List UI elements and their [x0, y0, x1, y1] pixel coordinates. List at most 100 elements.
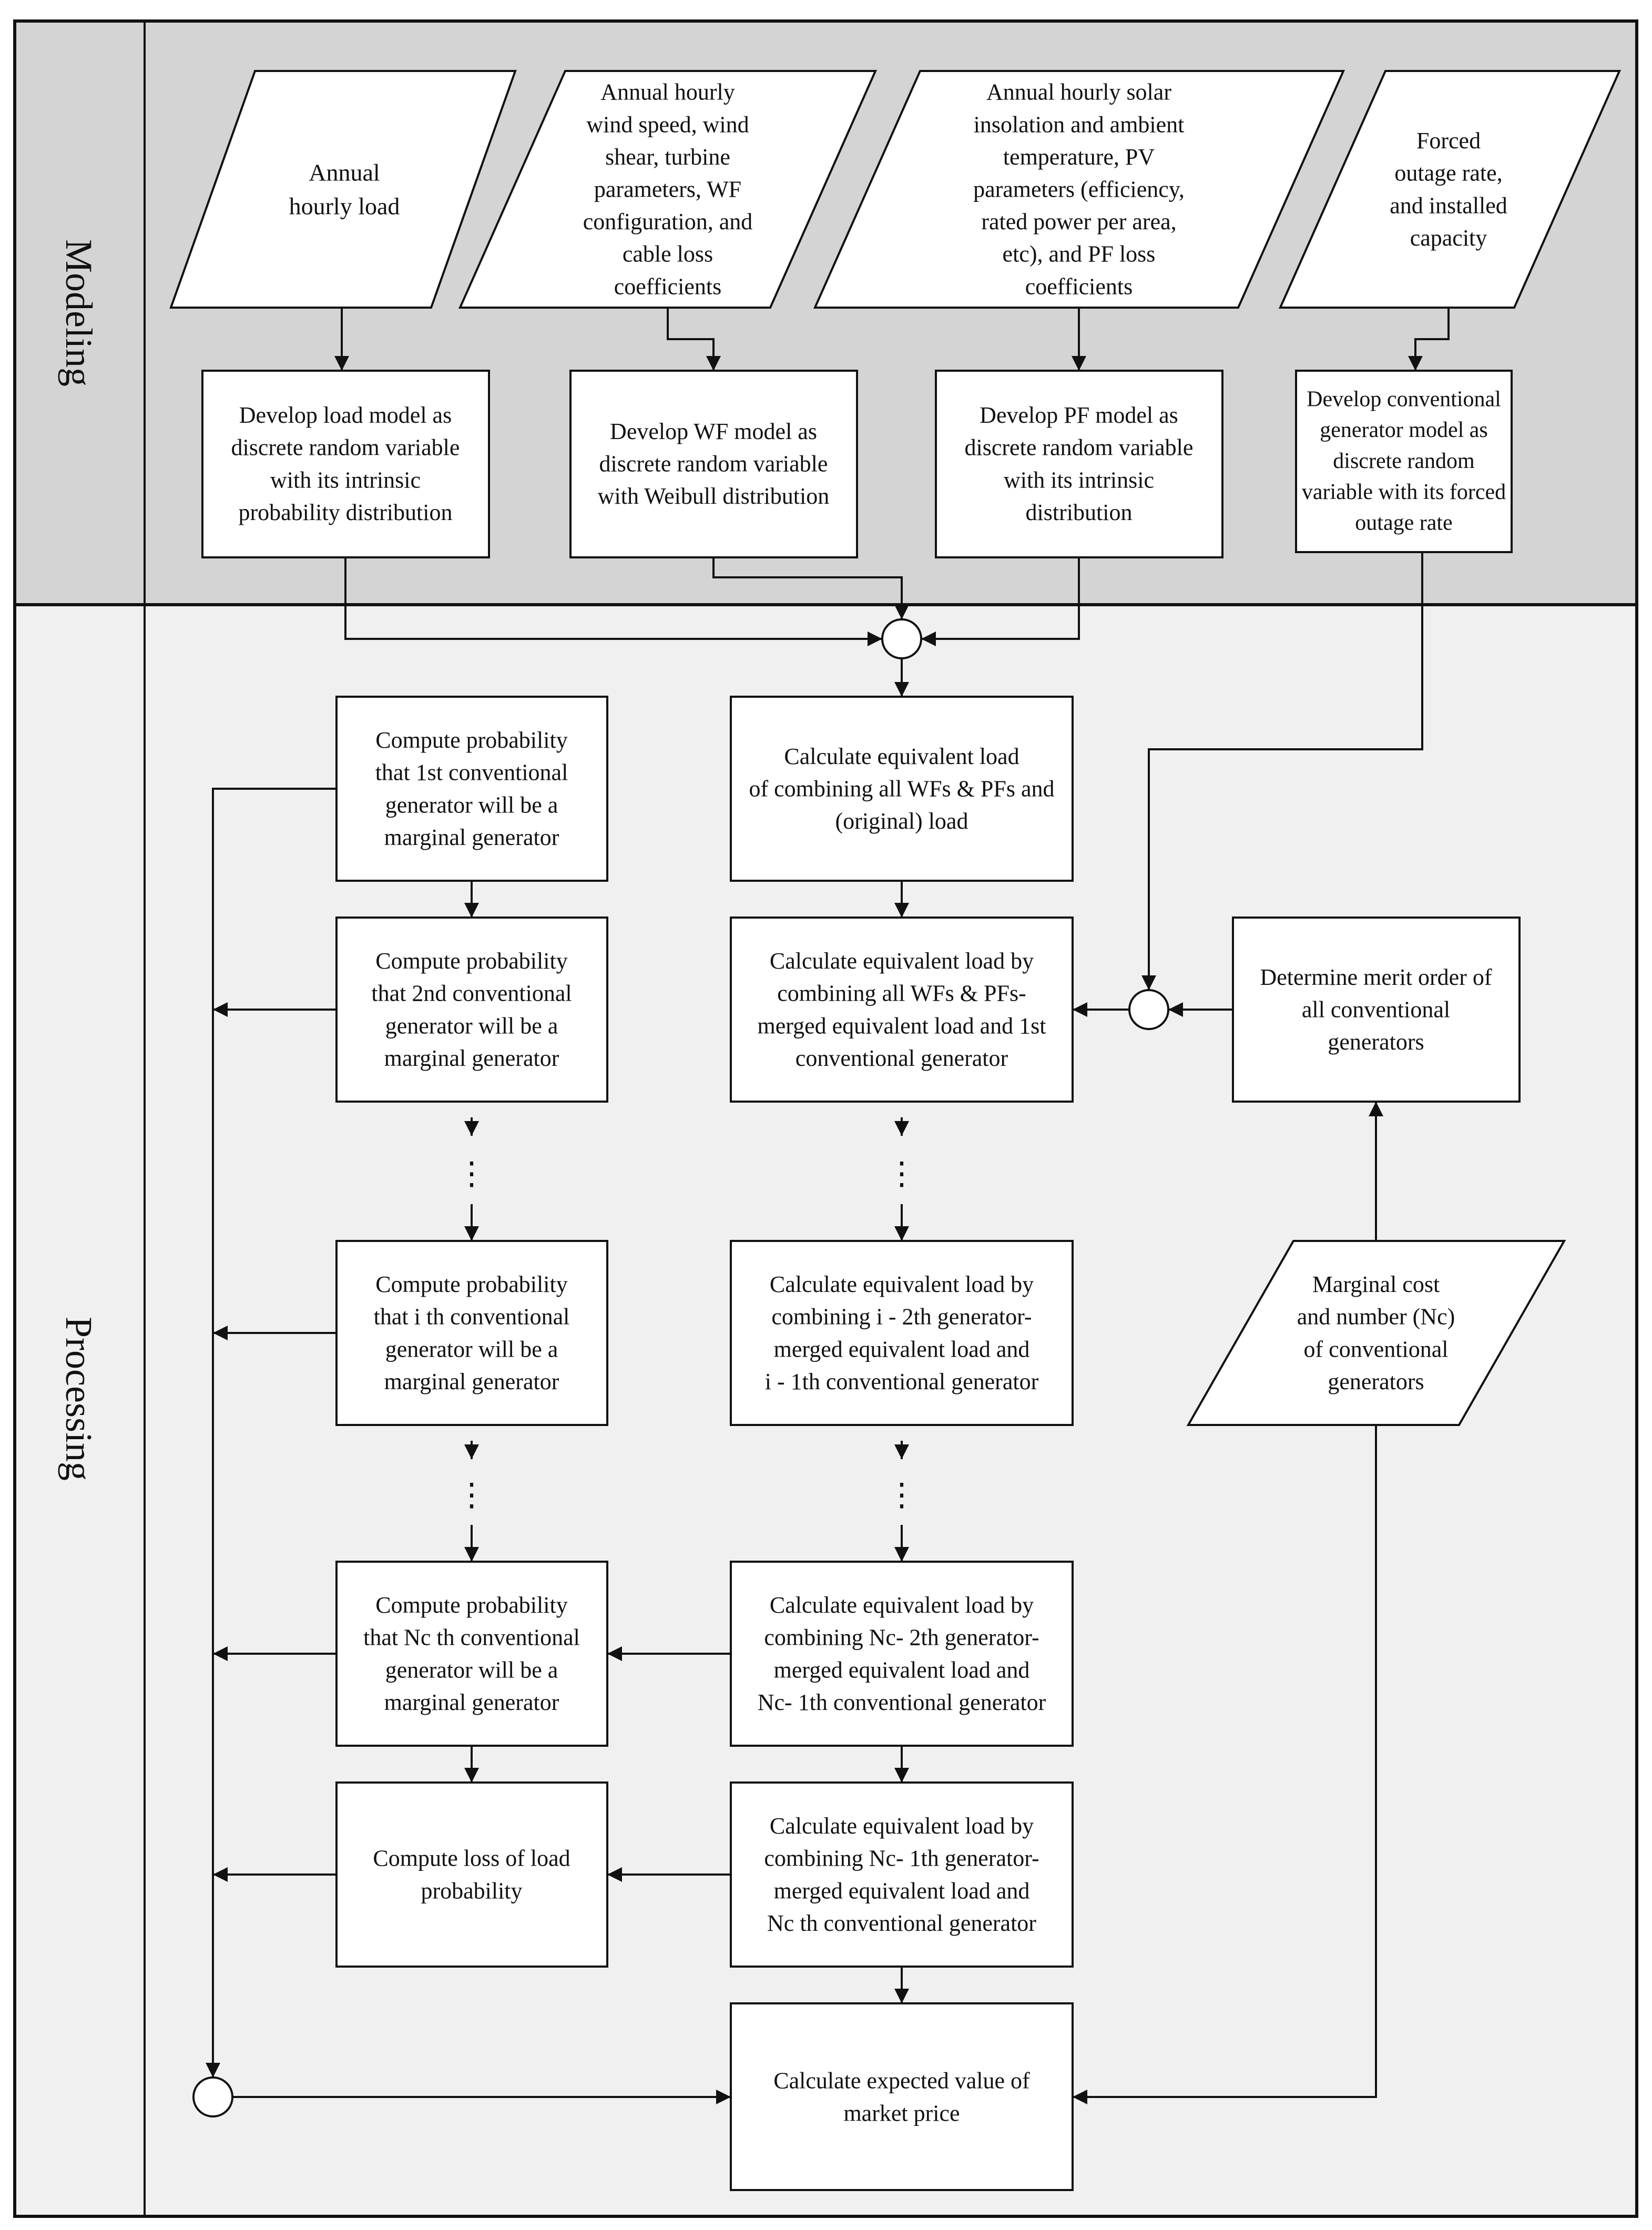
wind-data-text-line: wind speed, wind	[586, 111, 749, 137]
calc-1st-gen-text: Calculate equivalent load by combining al…	[757, 948, 1046, 1071]
loss-of-load-box	[335, 1781, 608, 1968]
calc-nc-gen-text-line: Calculate equivalent load by	[770, 1813, 1034, 1839]
prob-1st-text-line: generator will be a	[385, 792, 558, 818]
prob-2nd-text-line: generator will be a	[385, 1013, 558, 1038]
expected-price-text-line: market price	[843, 2100, 960, 2126]
solar-data-text-line: rated power per area,	[981, 209, 1176, 235]
calc-ith-gen-box	[730, 1240, 1074, 1426]
calc-combined-load-text-line: of combining all WFs & PFs and	[749, 776, 1055, 802]
junction-top	[881, 618, 922, 659]
pf-model-box	[935, 370, 1223, 558]
wf-model-text-line: Develop WF model as	[610, 419, 817, 444]
solar-data-text-line: coefficients	[1025, 273, 1133, 299]
pf-model-text-line: with its intrinsic	[1004, 467, 1154, 493]
load-model-text-line: with its intrinsic	[270, 467, 421, 493]
prob-nc-box	[335, 1561, 608, 1747]
calc-combined-load-text-line: (original) load	[835, 808, 968, 834]
merit-order-text-line: Determine merit order of	[1260, 964, 1492, 990]
loss-of-load-text: Compute loss of load probability	[373, 1846, 570, 1904]
calc-1st-gen-box	[730, 917, 1074, 1103]
expected-price-text-line: Calculate expected value of	[773, 2068, 1030, 2094]
prob-1st-text-line: that 1st conventional	[375, 760, 568, 786]
solar-data-text-line: insolation and ambient	[974, 111, 1185, 137]
solar-data-text-line: Annual hourly solar	[986, 79, 1171, 105]
load-model-box	[201, 370, 490, 558]
conventional-model-text-line: generator model as	[1320, 418, 1488, 442]
pf-model-text-line: Develop PF model as	[980, 402, 1178, 428]
loss-of-load-text-line: probability	[421, 1878, 522, 1903]
forced-outage-text-line: capacity	[1410, 225, 1487, 251]
marginal-cost-text-line: generators	[1328, 1369, 1424, 1394]
expected-price-text: Calculate expected value of market price	[773, 2068, 1030, 2126]
solar-data-text-line: parameters (efficiency,	[973, 177, 1185, 202]
load-model-text-line: Develop load model as	[239, 402, 452, 428]
prob-1st-text-line: Compute probability	[375, 727, 567, 753]
calc-ith-gen-text: Calculate equivalent load by combining i …	[765, 1271, 1039, 1394]
wind-data-text-line: cable loss	[623, 241, 713, 267]
wind-data-text-line: parameters, WF	[594, 177, 741, 202]
conventional-model-text-line: outage rate	[1355, 511, 1452, 535]
pf-model-text-line: discrete random variable	[965, 435, 1194, 461]
annual-hourly-load-input	[169, 70, 517, 309]
forced-outage-text-line: and installed	[1390, 192, 1507, 218]
wf-model-text-line: discrete random variable	[599, 451, 828, 477]
prob-1st-box	[335, 696, 608, 882]
junction-bottom	[192, 2076, 233, 2117]
calc-nc1-gen-text-line: merged equivalent load and	[774, 1657, 1030, 1683]
marginal-cost-text-line: Marginal cost	[1312, 1271, 1440, 1297]
annual-hourly-load-text-line: hourly load	[289, 193, 400, 220]
solar-data-text-line: temperature, PV	[1003, 144, 1155, 170]
calc-ith-gen-text-line: Calculate equivalent load by	[770, 1271, 1034, 1297]
wind-data-text-line: coefficients	[614, 273, 721, 299]
annual-hourly-load-text-line: Annual	[309, 159, 380, 186]
calc-combined-load-text: Calculate equivalent load of combining al…	[749, 744, 1055, 834]
load-model-text-line: probability distribution	[239, 500, 453, 525]
ellipsis-prob-2: ⋮	[456, 1478, 487, 1512]
marginal-cost-text-line: and number (Nc)	[1297, 1304, 1455, 1330]
marginal-cost-input	[1186, 1240, 1566, 1426]
merit-order-text: Determine merit order of all conventional…	[1260, 964, 1492, 1055]
expected-price-box	[730, 2002, 1074, 2191]
pf-model-text-line: distribution	[1026, 500, 1133, 525]
annual-hourly-load-text: Annual hourly load	[289, 159, 400, 219]
prob-ith-text-line: Compute probability	[375, 1271, 567, 1297]
prob-nc-text-line: generator will be a	[385, 1657, 558, 1683]
merit-order-text-line: all conventional	[1302, 997, 1450, 1023]
calc-ith-gen-text-line: i - 1th conventional generator	[765, 1369, 1039, 1394]
prob-ith-box	[335, 1240, 608, 1426]
wf-model-text: Develop WF model as discrete random varia…	[598, 419, 830, 509]
prob-1st-text-line: marginal generator	[384, 824, 559, 850]
ellipsis-calc-2: ⋮	[886, 1478, 917, 1512]
calc-ith-gen-text-line: merged equivalent load and	[774, 1336, 1030, 1362]
calc-combined-load-text-line: Calculate equivalent load	[784, 744, 1019, 769]
calc-1st-gen-text-line: combining all WFs & PFs-	[777, 981, 1026, 1006]
forced-outage-input	[1278, 70, 1622, 309]
calc-ith-gen-text-line: combining i - 2th generator-	[771, 1304, 1032, 1330]
calc-1st-gen-text-line: conventional generator	[796, 1045, 1008, 1071]
calc-1st-gen-text-line: Calculate equivalent load by	[770, 948, 1034, 974]
prob-nc-text-line: Compute probability	[375, 1592, 567, 1618]
calc-nc-gen-box	[730, 1781, 1074, 1968]
calc-nc-gen-text: Calculate equivalent load by combining Nc…	[764, 1813, 1039, 1936]
conventional-model-box	[1295, 370, 1513, 553]
wind-data-input	[458, 70, 878, 309]
ellipsis-calc-1: ⋮	[886, 1156, 917, 1191]
prob-2nd-box	[335, 917, 608, 1103]
prob-2nd-text-line: Compute probability	[375, 948, 567, 974]
forced-outage-text-line: Forced	[1416, 128, 1481, 154]
loss-of-load-text-line: Compute loss of load	[373, 1846, 570, 1871]
calc-nc1-gen-box	[730, 1561, 1074, 1747]
calc-nc-gen-text-line: combining Nc- 1th generator-	[764, 1846, 1039, 1871]
merit-order-text-line: generators	[1328, 1029, 1424, 1055]
marginal-cost-text-line: of conventional	[1304, 1336, 1449, 1362]
solar-data-text: Annual hourly solar insolation and ambien…	[973, 79, 1185, 300]
wind-data-text-line: shear, turbine	[605, 144, 730, 170]
prob-ith-text-line: generator will be a	[385, 1336, 558, 1362]
